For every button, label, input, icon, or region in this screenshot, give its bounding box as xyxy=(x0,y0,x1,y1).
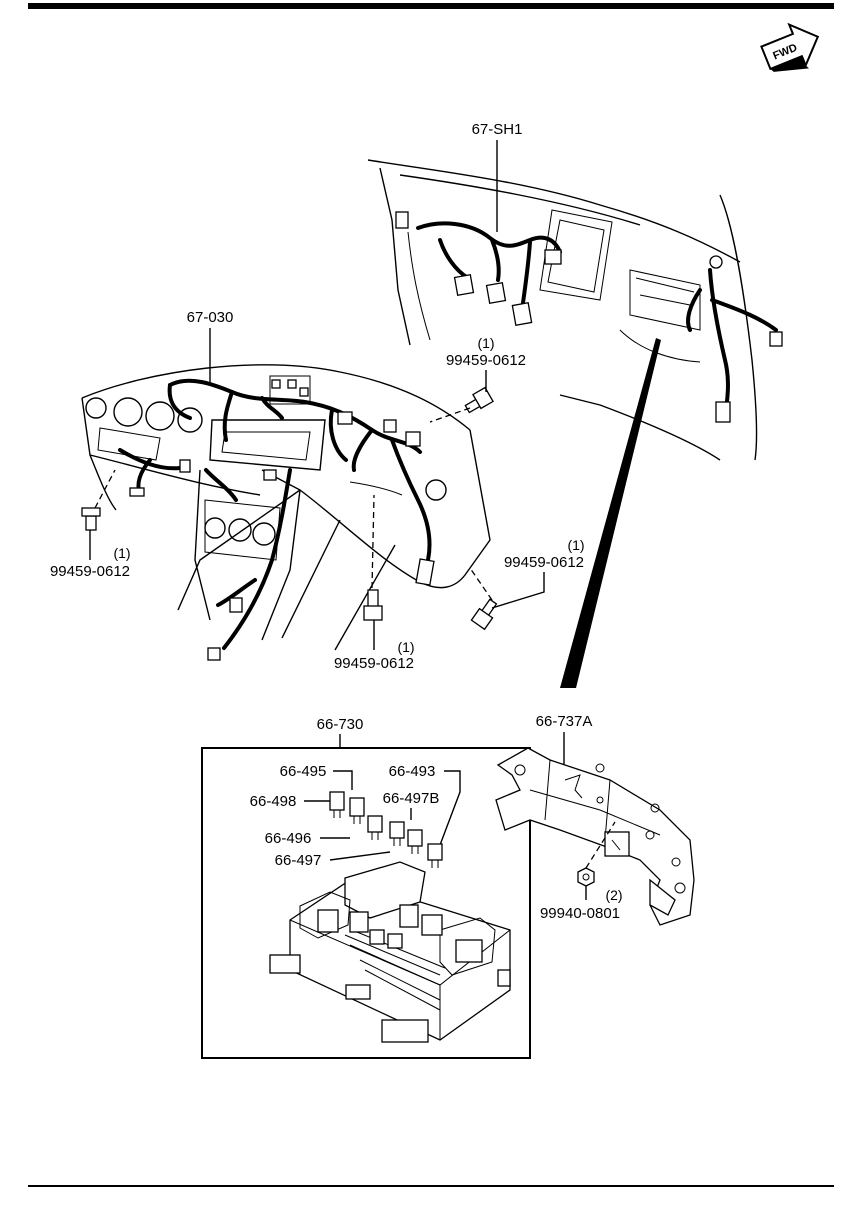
qty-bolt-d: (1) xyxy=(397,639,414,655)
callout-66-495: 66-495 xyxy=(280,763,327,780)
callout-bolt-b: 99459-0612 xyxy=(50,563,130,580)
leader-bolt-c xyxy=(491,572,545,609)
callout-bolt-a: 99459-0612 xyxy=(446,352,526,369)
qty-bolt-b: (1) xyxy=(113,545,130,561)
wedge-leader xyxy=(560,338,661,688)
fuse-box-detail-frame xyxy=(201,747,531,1059)
nut-icon xyxy=(577,867,595,887)
bolt-center xyxy=(363,589,383,621)
top-rule xyxy=(28,3,834,9)
callout-66-498: 66-498 xyxy=(250,793,297,810)
fuses-drawing xyxy=(329,791,443,868)
callout-66-493: 66-493 xyxy=(389,763,436,780)
callout-bolt-c: 99459-0612 xyxy=(504,554,584,571)
nut-install-line xyxy=(585,821,616,869)
callout-bolt-d: 99459-0612 xyxy=(334,655,414,672)
bolt-left xyxy=(81,507,101,531)
fuse-block-drawing xyxy=(269,861,511,1043)
dashboard-drawing xyxy=(81,364,498,661)
callout-66-497: 66-497 xyxy=(275,852,322,869)
callout-66-737a: 66-737A xyxy=(536,713,593,730)
callout-67-sh1: 67-SH1 xyxy=(472,121,523,138)
leader-66-493 xyxy=(439,770,461,846)
qty-bolt-c: (1) xyxy=(567,537,584,553)
qty-bolt-a: (1) xyxy=(477,335,494,351)
callout-67-030: 67-030 xyxy=(187,309,234,326)
fwd-arrow-icon: FWD xyxy=(760,22,820,72)
callout-66-496: 66-496 xyxy=(265,830,312,847)
qty-nut: (2) xyxy=(605,887,622,903)
bracket-drawing xyxy=(495,747,695,926)
cowl-floor-drawing xyxy=(367,159,783,461)
leader-66-497 xyxy=(329,851,391,861)
callout-66-730: 66-730 xyxy=(317,716,364,733)
bolt-right xyxy=(470,598,498,631)
leader-66-495 xyxy=(333,770,353,790)
callout-66-497b: 66-497B xyxy=(383,790,440,807)
callout-nut: 99940-0801 xyxy=(540,905,620,922)
